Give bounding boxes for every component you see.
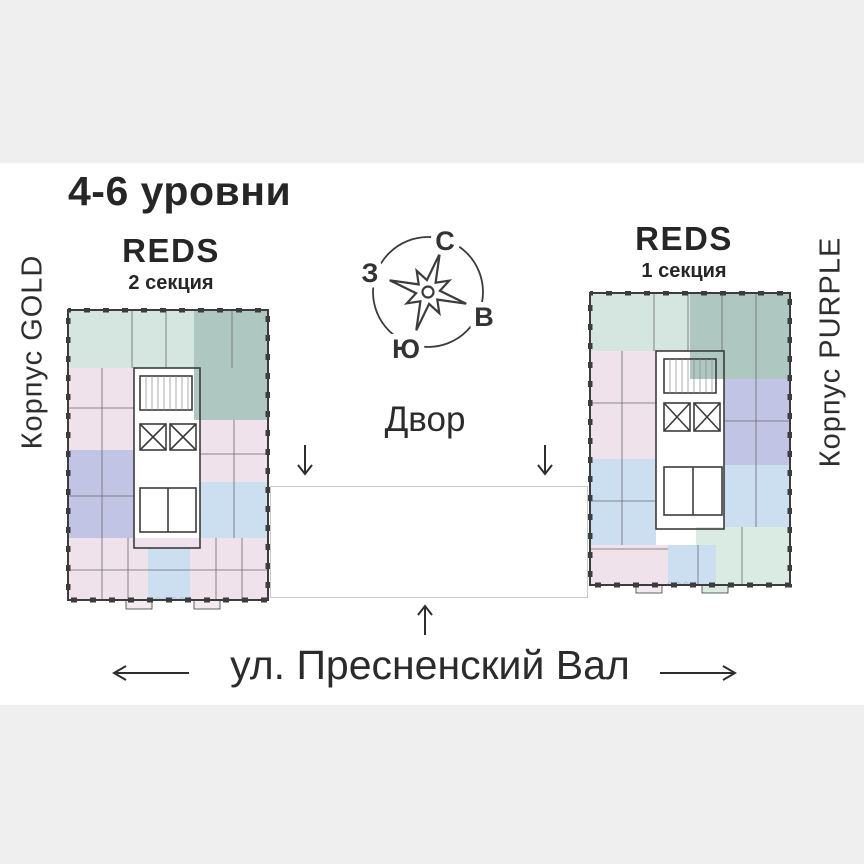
plan1-elevator-2	[693, 402, 721, 432]
plan2-elevator-2	[169, 423, 197, 451]
wing-label-purple: Корпус PURPLE	[814, 236, 847, 468]
compass-circle	[372, 236, 484, 348]
compass-hub	[421, 285, 435, 299]
section-number-left: 2 секция	[128, 271, 214, 294]
compass-north-label: С	[435, 226, 455, 256]
courtyard-label: Двор	[384, 400, 466, 439]
section-header-right: REDS 1 секция	[601, 220, 767, 283]
entrance-arrow-down-left-icon	[297, 445, 313, 476]
plan2-zone-blue-bottom	[148, 548, 190, 600]
section-number-right: 1 секция	[641, 259, 727, 282]
building-name-right: REDS	[635, 220, 733, 257]
entrance-arrow-down-right-icon	[537, 445, 553, 476]
plan1-zone-lavender-right	[724, 379, 790, 465]
plan1-balcony-1	[635, 584, 663, 594]
plan1-stairs	[663, 358, 717, 394]
plan1-zone-blue-left	[590, 459, 656, 545]
building-name-left: REDS	[122, 232, 220, 269]
compass-west-label: З	[362, 258, 379, 288]
plan2-zone-pink-left	[68, 368, 134, 450]
floor-plan-section-1	[588, 291, 792, 594]
wing-label-gold: Корпус GOLD	[16, 254, 49, 450]
street-arrow-left-icon	[112, 665, 189, 681]
plan1-core	[655, 350, 725, 530]
plan1-zone-pink-bottom-left	[590, 545, 668, 585]
street-arrow-right-icon	[660, 665, 737, 681]
compass-south-label: Ю	[392, 334, 420, 364]
plan2-window-piers	[66, 308, 270, 603]
plan2-stair-hatch	[145, 376, 189, 410]
plan2-elevator-2-cross	[169, 423, 197, 451]
plan1-room-walls	[590, 293, 790, 585]
plan1-zone-blue-bottom-mid	[668, 545, 716, 585]
floor-plan-section-2	[66, 308, 270, 610]
plan2-zone-lavender-left	[68, 450, 134, 538]
street-name: ул. Пресненский Вал	[230, 642, 630, 688]
plan1-elevator-1-cross	[663, 402, 691, 432]
courtyard-outline	[270, 486, 588, 598]
plan1-elevator-2-cross	[693, 402, 721, 432]
plan2-room-walls	[68, 310, 268, 600]
plan1-stair-hatch	[669, 359, 713, 393]
plan1-zone-blue-right	[724, 465, 790, 527]
plan1-window-piers	[588, 291, 792, 588]
plan2-core	[133, 367, 201, 549]
page-title: 4-6 уровни	[68, 168, 292, 214]
plan2-elevator-1	[139, 423, 167, 451]
plan2-zone-sage-right	[194, 310, 268, 420]
plan2-elevator-1-cross	[139, 423, 167, 451]
entrance-arrow-up-icon	[417, 604, 433, 635]
plan1-zone-pink-left	[590, 351, 656, 459]
section-header-left: REDS 2 секция	[88, 232, 254, 295]
plan1-elevator-1	[663, 402, 691, 432]
plan1-zone-sage-right	[690, 293, 790, 379]
plan2-stairs	[139, 375, 193, 411]
bottom-margin-band	[0, 705, 864, 864]
compass-icon: С З В Ю	[356, 224, 499, 368]
compass-east-label: В	[474, 302, 494, 332]
top-margin-band	[0, 0, 864, 163]
